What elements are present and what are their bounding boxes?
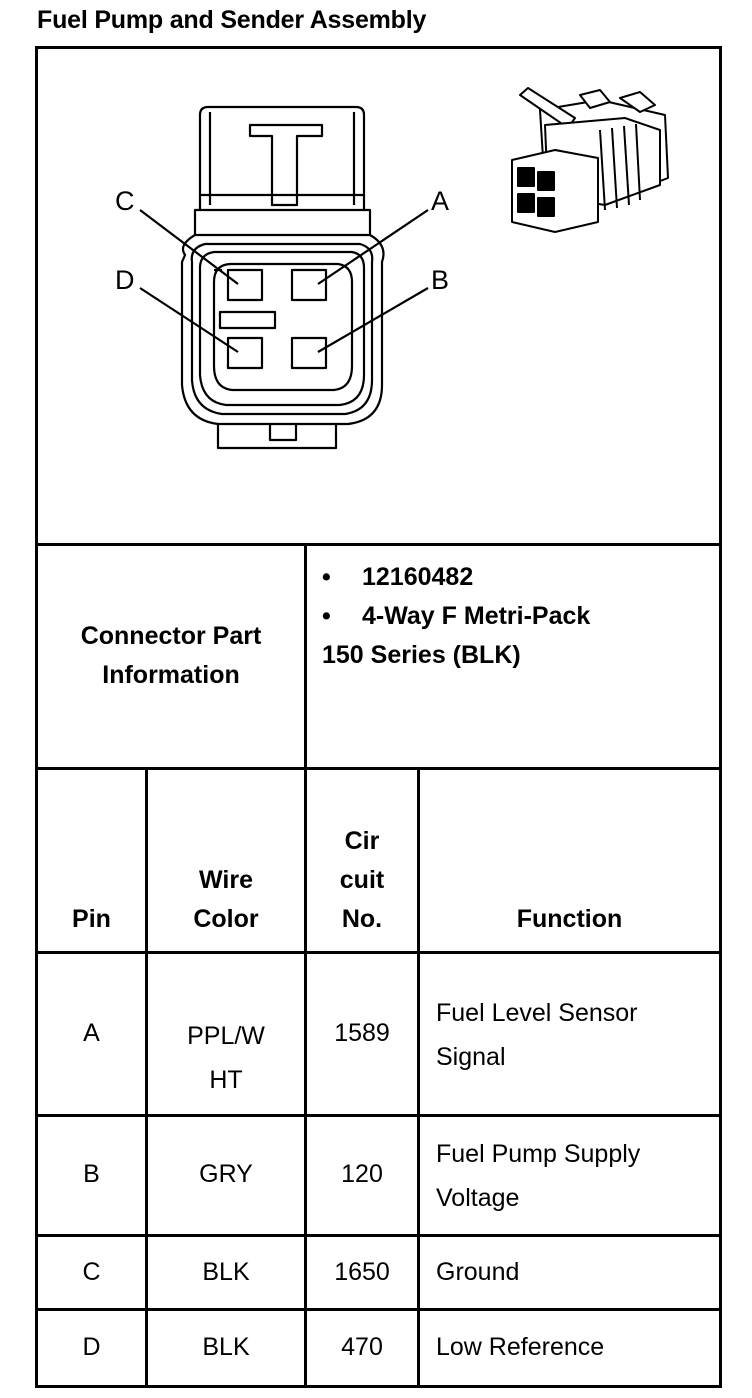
description-line: •4-Way F Metri-Pack [322,602,591,630]
row-pin: B [83,1160,100,1188]
pin-label-a: A [431,186,449,216]
connector-info-label: Connector Part Information [80,622,262,689]
connector-info-details: •12160482 •4-Way F Metri-Pack 150 Series… [322,558,712,675]
row-function: Ground [436,1258,520,1286]
row-circuit: 1589 [334,1019,390,1047]
row-pin: C [82,1258,101,1286]
header-pin: Pin [72,905,111,933]
connector-body-outer [180,233,385,426]
terminal-c [226,268,264,302]
terminal-b [290,336,328,370]
description-line2: 150 Series (BLK) [322,641,521,669]
row-wire-color: BLK [202,1333,250,1361]
terminal-d [226,336,264,370]
header-function: Function [516,905,623,933]
header-circuit-no: Cir cuit No. [339,827,385,933]
part-number-line: •12160482 [322,563,474,591]
row-wire-color: GRY [199,1160,253,1188]
page-title: Fuel Pump and Sender Assembly [37,6,427,34]
part-number: 12160482 [362,563,474,591]
row-pin: A [83,1019,100,1047]
connector-diagram: C D A B [115,87,669,450]
row-wire-color: BLK [202,1258,250,1286]
row-circuit: 120 [341,1160,383,1188]
row-pin: D [82,1333,101,1361]
row-circuit: 470 [341,1333,383,1361]
pin-label-d: D [115,265,135,295]
connector-3d-view [511,87,669,233]
pin-label-c: C [115,186,135,216]
connector-description: 4-Way F Metri-Pack [362,602,591,630]
pin-label-b: B [431,265,449,295]
terminal-a [290,268,328,302]
row-wire-color: PPL/W HT [187,1022,265,1094]
row-function: Low Reference [436,1333,605,1361]
connector-cavity [212,262,354,392]
connector-latch-housing [198,105,366,210]
row-function: Fuel Pump Supply Voltage [436,1140,641,1212]
row-circuit: 1650 [334,1258,390,1286]
header-wire-color: Wire Color [193,866,259,933]
row-function: Fuel Level Sensor Signal [436,999,638,1071]
